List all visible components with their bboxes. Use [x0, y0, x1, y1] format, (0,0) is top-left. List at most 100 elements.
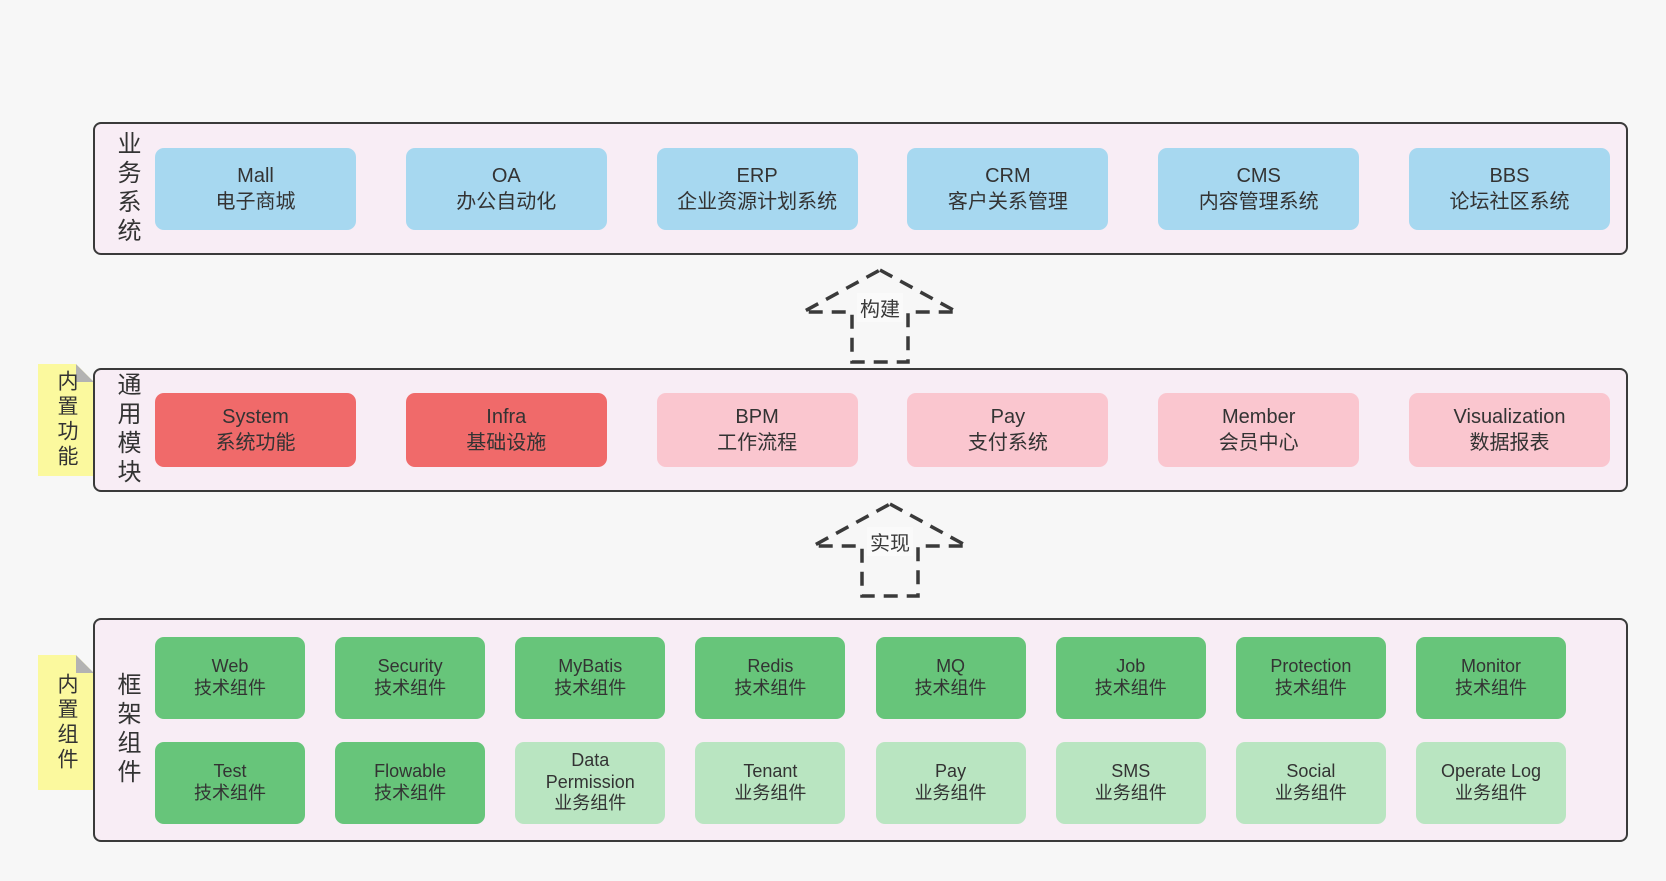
band-content: System 系统功能 Infra 基础设施 BPM 工作流程 Pay 支付系统…	[155, 370, 1610, 490]
box-social: Social 业务组件	[1235, 741, 1386, 824]
box-crm: CRM 客户关系管理	[907, 147, 1109, 230]
band-label: 业务系统	[113, 130, 140, 247]
box-title: MQ	[936, 655, 966, 676]
box-title: Web	[211, 655, 249, 676]
sticky-note-builtin-features: 内置功能	[38, 364, 94, 476]
box-subtitle: 工作流程	[717, 432, 798, 454]
box-title: Protection	[1270, 655, 1352, 676]
box-monitor: Monitor 技术组件	[1415, 636, 1566, 719]
box-subtitle: 会员中心	[1218, 432, 1299, 454]
box-oa: OA 办公自动化	[405, 147, 607, 230]
dashed-up-arrow-icon	[802, 268, 958, 364]
box-system: System 系统功能	[155, 393, 356, 467]
box-title: CMS	[1236, 164, 1281, 187]
box-title: Tenant	[743, 760, 798, 781]
box-subtitle: 业务组件	[914, 782, 987, 803]
box-title: Job	[1116, 655, 1146, 676]
sticky-note-builtin-components: 内置组件	[38, 655, 94, 790]
box-title: Data Permission	[545, 750, 635, 792]
box-web: Web 技术组件	[155, 636, 305, 719]
box-subtitle: 支付系统	[967, 432, 1048, 454]
band-content: Mall 电子商城 OA 办公自动化 ERP 企业资源计划系统 CRM 客户关系…	[155, 124, 1610, 253]
box-title: Infra	[486, 406, 527, 428]
band-label: 框架组件	[113, 672, 140, 788]
box-pay-component: Pay 业务组件	[875, 741, 1026, 824]
band-framework-components: 框架组件 Web 技术组件 Security 技术组件 MyBatis 技术组件…	[93, 618, 1628, 842]
box-operate-log: Operate Log 业务组件	[1415, 741, 1566, 824]
sticky-note-text: 内置功能	[55, 370, 78, 470]
box-sms: SMS 业务组件	[1055, 741, 1206, 824]
box-title: OA	[491, 164, 521, 187]
arrow-build: 构建	[795, 266, 965, 366]
box-subtitle: 技术组件	[554, 677, 627, 698]
box-redis: Redis 技术组件	[695, 636, 846, 719]
box-title: Mall	[237, 164, 274, 187]
box-subtitle: 业务组件	[734, 782, 807, 803]
box-title: Pay	[990, 406, 1026, 428]
box-mybatis: MyBatis 技术组件	[515, 636, 666, 719]
box-subtitle: 数据报表	[1469, 432, 1550, 454]
band-business-systems: 业务系统 Mall 电子商城 OA 办公自动化 ERP 企业资源计划系统 CRM…	[93, 122, 1628, 255]
box-subtitle: 技术组件	[1274, 677, 1347, 698]
box-title: MyBatis	[558, 655, 623, 676]
box-subtitle: 电子商城	[215, 190, 296, 213]
box-subtitle: 客户关系管理	[947, 190, 1068, 213]
band-label: 通用模块	[113, 372, 140, 488]
box-subtitle: 办公自动化	[456, 190, 557, 213]
box-job: Job 技术组件	[1055, 636, 1206, 719]
box-tenant: Tenant 业务组件	[695, 741, 846, 824]
box-cms: CMS 内容管理系统	[1158, 147, 1360, 230]
band-common-modules: 通用模块 System 系统功能 Infra 基础设施 BPM 工作流程 Pay…	[93, 368, 1628, 492]
box-subtitle: 内容管理系统	[1198, 190, 1319, 213]
box-data-permission: Data Permission 业务组件	[515, 741, 666, 824]
box-title: Social	[1286, 760, 1336, 781]
box-title: Test	[213, 760, 247, 781]
box-mall: Mall 电子商城	[155, 147, 356, 230]
box-title: Flowable	[374, 760, 447, 781]
box-title: BPM	[735, 406, 779, 428]
box-title: System	[222, 406, 289, 428]
component-row-1: Web 技术组件 Security 技术组件 MyBatis 技术组件 Redi…	[155, 636, 1566, 719]
box-subtitle: 业务组件	[1094, 782, 1167, 803]
box-title: Security	[377, 655, 443, 676]
box-subtitle: 技术组件	[734, 677, 807, 698]
box-visualization: Visualization 数据报表	[1408, 393, 1610, 467]
box-bpm: BPM 工作流程	[656, 393, 858, 467]
box-subtitle: 技术组件	[374, 677, 447, 698]
box-subtitle: 基础设施	[466, 432, 547, 454]
band-content: Web 技术组件 Security 技术组件 MyBatis 技术组件 Redi…	[155, 620, 1566, 840]
box-title: CRM	[985, 164, 1031, 187]
box-subtitle: 论坛社区系统	[1449, 190, 1570, 213]
arrow-implement: 实现	[805, 500, 975, 600]
box-subtitle: 技术组件	[1454, 677, 1527, 698]
box-subtitle: 技术组件	[1094, 677, 1167, 698]
box-erp: ERP 企业资源计划系统	[656, 147, 858, 230]
dashed-up-arrow-icon	[812, 502, 968, 598]
arrow-label: 实现	[867, 527, 913, 556]
box-title: Pay	[935, 760, 967, 781]
box-title: Operate Log	[1440, 760, 1542, 781]
box-infra: Infra 基础设施	[405, 393, 607, 467]
box-title: ERP	[736, 164, 778, 187]
box-title: Member	[1222, 406, 1296, 428]
box-subtitle: 企业资源计划系统	[677, 190, 838, 213]
box-mq: MQ 技术组件	[875, 636, 1026, 719]
box-test: Test 技术组件	[155, 741, 305, 824]
box-bbs: BBS 论坛社区系统	[1408, 147, 1610, 230]
box-title: Visualization	[1453, 406, 1566, 428]
box-subtitle: 业务组件	[1454, 782, 1527, 803]
box-subtitle: 业务组件	[1274, 782, 1347, 803]
box-title: Monitor	[1460, 655, 1521, 676]
box-title: BBS	[1489, 164, 1530, 187]
component-row-2: Test 技术组件 Flowable 技术组件 Data Permission …	[155, 741, 1566, 824]
box-member: Member 会员中心	[1158, 393, 1360, 467]
box-pay-system: Pay 支付系统	[907, 393, 1109, 467]
box-title: SMS	[1111, 760, 1151, 781]
sticky-note-text: 内置组件	[55, 672, 78, 773]
box-flowable: Flowable 技术组件	[335, 741, 486, 824]
box-protection: Protection 技术组件	[1235, 636, 1386, 719]
box-subtitle: 技术组件	[194, 782, 266, 803]
box-subtitle: 技术组件	[374, 782, 447, 803]
box-subtitle: 系统功能	[215, 432, 296, 454]
